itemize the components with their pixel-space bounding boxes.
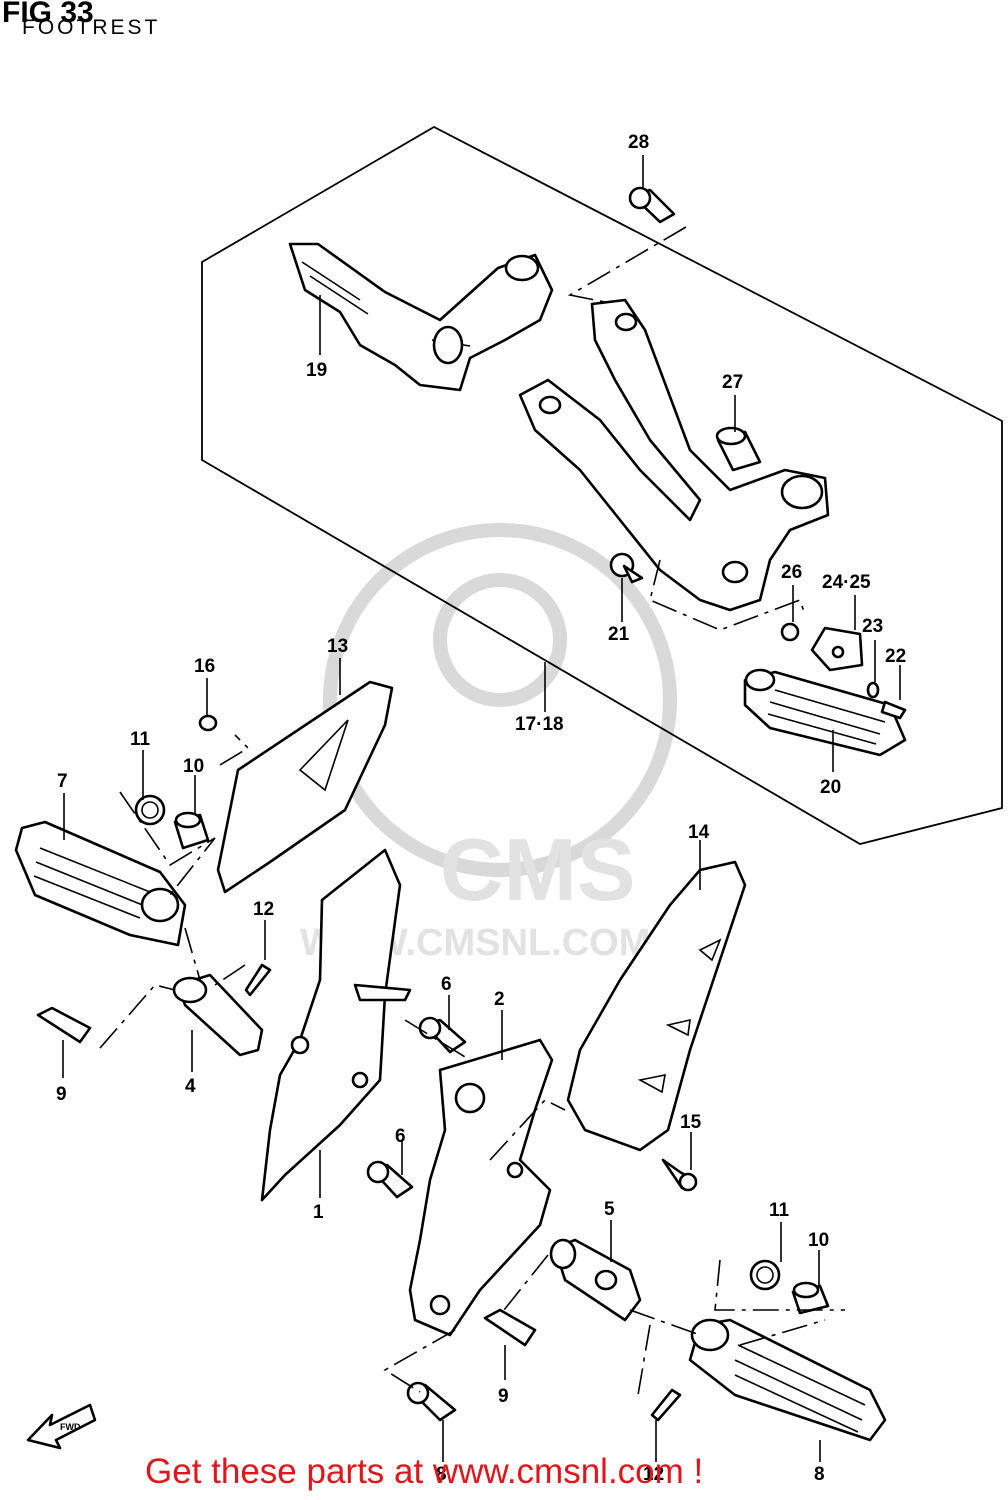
svg-text:FWD: FWD (60, 1422, 81, 1432)
callout-22: 22 (885, 646, 906, 667)
watermark-brand: CMS (440, 820, 636, 919)
callout-19: 19 (306, 360, 327, 381)
part-9-pin-lower (483, 1308, 537, 1347)
callout-20: 20 (820, 777, 841, 798)
callout-7: 7 (57, 771, 68, 792)
callout-21: 21 (608, 624, 630, 645)
callout-9-lower: 9 (498, 1386, 509, 1407)
part-17-bracket (518, 298, 830, 612)
part-10-bushing (173, 811, 210, 850)
callout-16: 16 (194, 656, 215, 677)
callout-11-lower: 11 (769, 1200, 790, 1221)
callout-27: 27 (722, 372, 743, 393)
part-12-cotter-lower (650, 1388, 682, 1422)
callout-6-lower: 6 (395, 1126, 406, 1147)
callout-24-25: 24·25 (822, 572, 871, 593)
callout-8: 8 (814, 1464, 825, 1485)
callout-2: 2 (494, 989, 505, 1010)
callout-6: 6 (441, 974, 452, 995)
part-28-bolt (628, 186, 676, 224)
callout-23: 23 (862, 616, 883, 637)
callout-5: 5 (604, 1199, 615, 1220)
part-7-peg (14, 820, 187, 947)
leader-lines (62, 155, 901, 1462)
part-1-bracket (260, 848, 412, 1202)
callout-11: 11 (130, 729, 151, 750)
part-12-cotter-pin (244, 963, 272, 997)
part-11-spring-lower (749, 1259, 781, 1291)
part-22-23-spring (866, 681, 907, 720)
part-27-bushing (715, 426, 762, 472)
part-19-bracket (288, 242, 554, 392)
promo-link[interactable]: Get these parts at www.cmsnl.com ! (145, 1452, 704, 1491)
callout-10: 10 (183, 756, 204, 777)
part-5-pivot (549, 1238, 642, 1322)
callout-4: 4 (185, 1076, 196, 1097)
part-11-spring (134, 794, 166, 826)
callout-10-lower: 10 (808, 1230, 829, 1251)
part-16-washer (198, 714, 218, 732)
callout-13: 13 (327, 636, 348, 657)
callout-15: 15 (680, 1112, 702, 1133)
part-4-pivot (172, 973, 264, 1057)
part-15-screw (661, 1158, 698, 1192)
part-6-bolt-lower (366, 1160, 414, 1199)
callout-1: 1 (313, 1202, 324, 1223)
part-20-peg (743, 668, 907, 757)
part-9-pin (36, 1006, 92, 1044)
fwd-arrow: FWD (26, 1403, 97, 1450)
part-8-peg (688, 1318, 887, 1442)
callout-26: 26 (781, 562, 802, 583)
callout-17-18: 17·18 (515, 714, 564, 735)
part-26-nut (780, 622, 800, 642)
part-8-bolt (406, 1381, 457, 1422)
callout-14: 14 (688, 822, 710, 843)
part-24-plate (810, 626, 864, 672)
part-14-heel-guard (566, 860, 747, 1152)
figure-subtitle: FOOTREST (22, 16, 161, 39)
part-2-bracket (408, 1038, 554, 1337)
kit-frame (201, 125, 1003, 845)
part-13-heel-guard (216, 680, 394, 894)
callout-9: 9 (56, 1084, 67, 1105)
callout-28: 28 (628, 132, 649, 153)
callouts: 28 19 27 26 24·25 23 22 21 20 17·18 13 1… (56, 132, 906, 1485)
callout-12: 12 (253, 899, 274, 920)
callout-8-lower: 8 (436, 1464, 447, 1485)
part-10-bushing-lower (791, 1281, 830, 1315)
part-6-bolt-upper (418, 1016, 467, 1054)
part-21-pin (609, 552, 644, 584)
figure-title: FIG 33 (2, 0, 94, 29)
callout-12-lower: 12 (643, 1464, 664, 1485)
